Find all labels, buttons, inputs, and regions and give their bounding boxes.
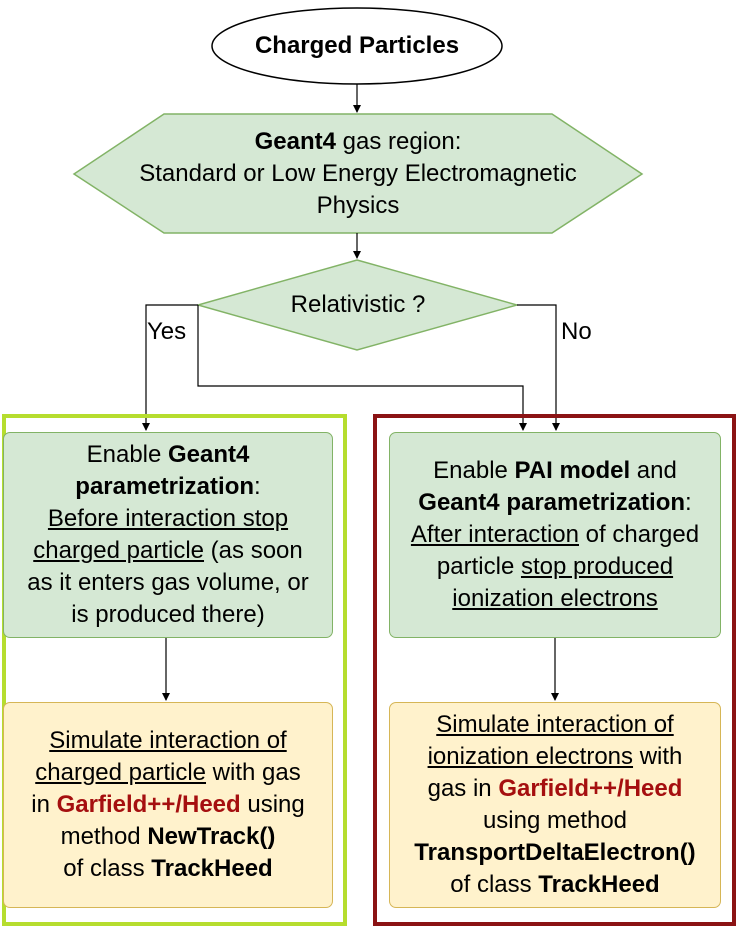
left-process-box: Enable Geant4 parametrization: Before in… <box>3 432 333 638</box>
ls-with-gas: with gas <box>206 759 301 786</box>
rs-using-method: using method <box>482 807 628 834</box>
ls-newtrack: NewTrack() <box>147 823 276 850</box>
gas-region-hexagon <box>72 113 644 234</box>
rp-pai-model: PAI model <box>514 457 631 484</box>
ls-garfield: Garfield++/Heed <box>56 791 241 818</box>
rp-stop-produced: stop produced <box>520 553 674 580</box>
gas-region-line2: Standard or Low Energy Electromagnetic <box>139 159 577 187</box>
rs-simulate: Simulate interaction of <box>436 711 674 738</box>
rp-and: and <box>630 457 677 484</box>
left-branch-frame <box>2 414 347 926</box>
rs-ionization-electrons: ionization electrons <box>427 743 634 770</box>
gas-region-line1: gas region: <box>335 127 462 155</box>
rp-geant4-param: Geant4 parametrization <box>418 489 686 516</box>
rs-of-class: of class <box>450 871 539 898</box>
left-sim-box: Simulate interaction of charged particle… <box>3 702 333 908</box>
rp-ionization-electrons: ionization electrons <box>452 585 658 612</box>
arrow-secondary <box>197 305 527 431</box>
lp-before-interaction: Before interaction stop <box>47 505 289 532</box>
ls-charged-particle: charged particle <box>35 759 207 786</box>
ls-of-class: of class <box>63 855 152 882</box>
rp-after-interaction: After interaction <box>410 521 579 548</box>
lp-charged-particle: charged particle <box>33 537 205 564</box>
decision-label: Relativistic ? <box>290 291 426 318</box>
rs-with: with <box>633 743 683 770</box>
lp-geant4: Geant4 <box>168 441 250 468</box>
ls-method: method <box>60 823 148 850</box>
lp-gas-volume: as it enters gas volume, or <box>27 569 309 596</box>
decision-diamond <box>195 259 520 351</box>
rs-gas-in: gas in <box>427 775 499 802</box>
right-sim-box: Simulate interaction of ionization elect… <box>389 702 721 908</box>
rp-particle: particle <box>436 553 521 580</box>
right-branch-frame <box>373 414 736 926</box>
decision-node: Relativistic ? <box>230 285 486 325</box>
lp-produced-there: is produced there) <box>71 601 265 628</box>
right-process-box: Enable PAI model and Geant4 parametrizat… <box>389 432 721 638</box>
ls-simulate: Simulate interaction of <box>49 727 287 754</box>
rp-of-charged: of charged <box>579 521 700 548</box>
rs-transport-delta: TransportDeltaElectron() <box>414 839 696 866</box>
start-label: Charged Particles <box>254 32 460 59</box>
rs-garfield: Garfield++/Heed <box>498 775 683 802</box>
rp-enable: Enable <box>433 457 515 484</box>
ls-in: in <box>31 791 57 818</box>
arrow-no <box>517 304 560 431</box>
ls-using: using <box>240 791 305 818</box>
lp-parametrization: parametrization <box>75 473 255 500</box>
lp-colon: : <box>254 473 261 500</box>
ls-trackheed: TrackHeed <box>151 855 273 882</box>
gas-region-node: Geant4 gas region: Standard or Low Energ… <box>74 114 642 233</box>
arrow-yes <box>142 304 198 431</box>
lp-enable: Enable <box>86 441 169 468</box>
rp-colon: : <box>685 489 692 516</box>
gas-region-geant4: Geant4 <box>254 127 336 155</box>
rs-trackheed: TrackHeed <box>538 871 660 898</box>
start-node: Charged Particles <box>212 8 502 84</box>
gas-region-line3: Physics <box>316 191 400 219</box>
lp-as-soon: (as soon <box>204 537 303 564</box>
no-label: No <box>561 318 592 345</box>
yes-label: Yes <box>147 318 187 345</box>
